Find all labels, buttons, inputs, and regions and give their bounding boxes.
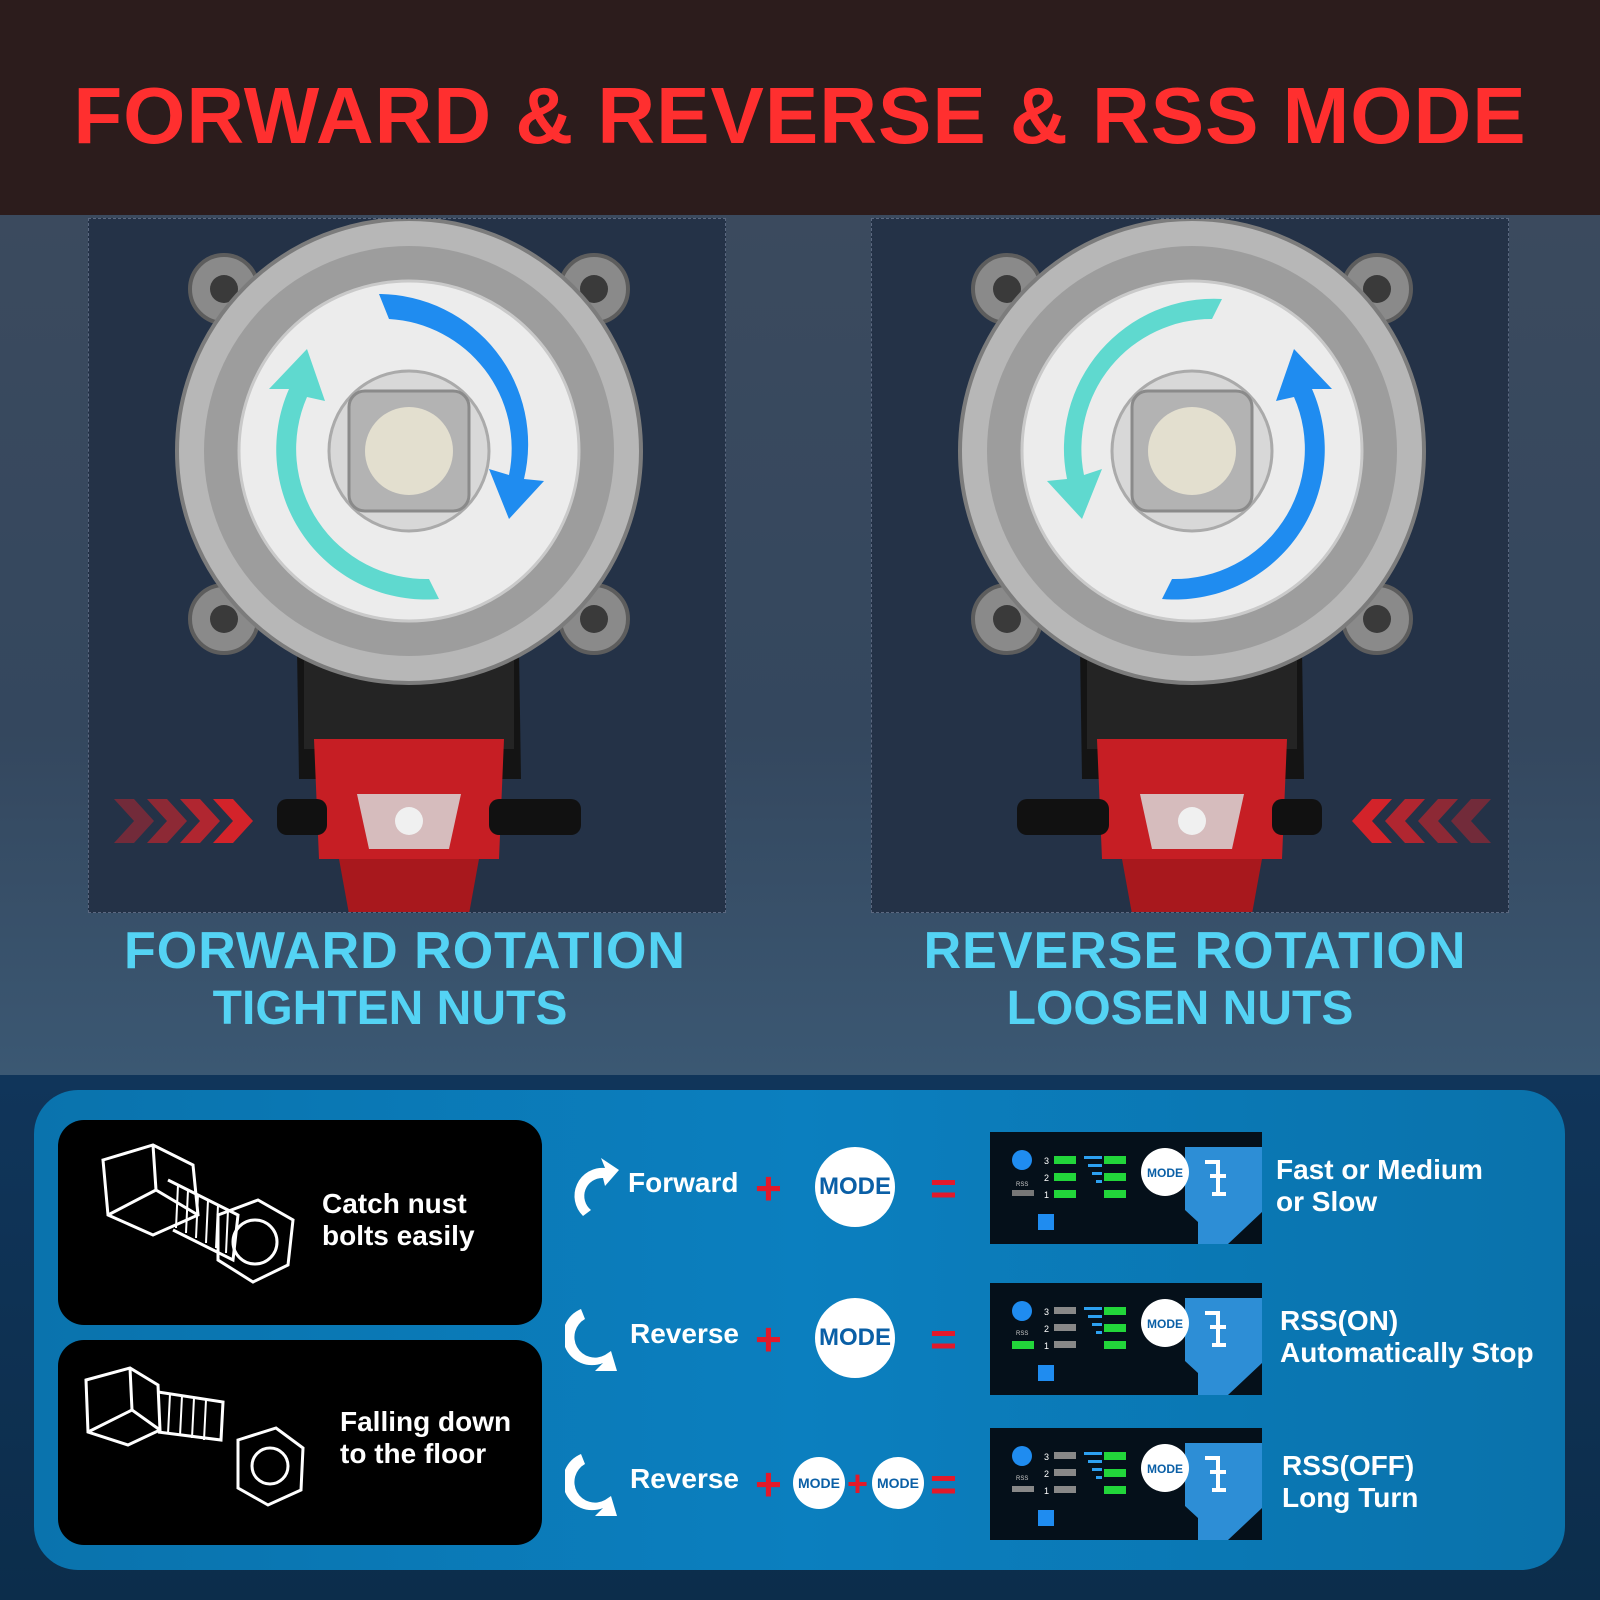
equals-sign: = xyxy=(930,1162,957,1214)
counterclockwise-arrow-icon xyxy=(565,1309,617,1371)
reverse-rotation-subtitle: LOOSEN NUTS xyxy=(1006,982,1354,1035)
bolt-and-loose-nut-icon xyxy=(84,1366,305,1507)
bolt-example-text-line2: to the floor xyxy=(340,1438,487,1469)
counterclockwise-arrow-icon xyxy=(565,1454,617,1516)
display-mode-label: MODE xyxy=(1147,1166,1183,1180)
direction-label: Reverse xyxy=(630,1463,739,1494)
direction-label: Reverse xyxy=(630,1318,739,1349)
direction-label: Forward xyxy=(628,1167,739,1198)
level-2-label: 2 xyxy=(1044,1469,1049,1479)
control-panel-display: RSS 3 2 1 MODE xyxy=(990,1283,1262,1395)
bolt-with-nut-icon xyxy=(101,1143,295,1284)
plus-sign: + xyxy=(847,1463,869,1504)
rss-label: RSS xyxy=(1016,1476,1028,1482)
reverse-rotation-panel xyxy=(871,218,1509,913)
reverse-rotation-title: REVERSE ROTATION xyxy=(923,922,1467,980)
mode-button: MODE xyxy=(872,1457,924,1509)
result-text-line2: Long Turn xyxy=(1282,1482,1419,1513)
bolt-example-text-line1: Falling down xyxy=(340,1406,512,1437)
level-2-label: 2 xyxy=(1044,1173,1049,1183)
result-text-line2: or Slow xyxy=(1276,1186,1378,1217)
level-1-label: 1 xyxy=(1044,1486,1049,1496)
control-panel-display: RSS 3 2 1 MODE xyxy=(990,1132,1262,1244)
forward-rotation-title: FORWARD ROTATION xyxy=(124,922,686,980)
level-2-label: 2 xyxy=(1044,1324,1049,1334)
forward-rotation-subtitle: TIGHTEN NUTS xyxy=(212,982,568,1035)
equals-sign: = xyxy=(930,1458,957,1510)
equals-sign: = xyxy=(930,1313,957,1365)
plus-sign: + xyxy=(755,1458,782,1510)
bolt-example-text-line1: Catch nust xyxy=(322,1188,467,1219)
rss-label: RSS xyxy=(1016,1182,1028,1188)
control-panel-display: RSS 3 2 1 MODE xyxy=(990,1428,1262,1540)
level-1-label: 1 xyxy=(1044,1190,1049,1200)
bolt-example-fall: Falling down to the floor xyxy=(58,1340,542,1545)
title-banner xyxy=(0,0,1600,215)
page-title: FORWARD & REVERSE & RSS MODE xyxy=(73,71,1527,160)
display-mode-label: MODE xyxy=(1147,1317,1183,1331)
impact-wrench-front-image xyxy=(114,219,643,912)
display-mode-label: MODE xyxy=(1147,1462,1183,1476)
clockwise-arrow-icon xyxy=(574,1158,619,1216)
mode-button: MODE xyxy=(793,1457,845,1509)
level-3-label: 3 xyxy=(1044,1156,1049,1166)
level-3-label: 3 xyxy=(1044,1452,1049,1462)
result-text-line1: Fast or Medium xyxy=(1276,1154,1483,1185)
plus-sign: + xyxy=(755,1313,782,1365)
bolt-example-catch: Catch nust bolts easily xyxy=(58,1120,542,1325)
level-1-label: 1 xyxy=(1044,1341,1049,1351)
impact-wrench-front-image xyxy=(958,219,1491,912)
mode-button: MODE xyxy=(815,1298,895,1378)
rss-label: RSS xyxy=(1016,1331,1028,1337)
result-text-line1: RSS(ON) xyxy=(1280,1305,1399,1336)
mode-row-forward: Forward + MODE = RSS 3 2 1 MODE Fast or … xyxy=(565,1132,1585,1247)
mode-button: MODE xyxy=(815,1147,895,1227)
bolt-example-text-line2: bolts easily xyxy=(322,1220,475,1251)
result-text-line1: RSS(OFF) xyxy=(1282,1450,1415,1481)
plus-sign: + xyxy=(755,1162,782,1214)
result-text-line2: Automatically Stop xyxy=(1280,1337,1534,1368)
mode-row-reverse-rss-on: Reverse + MODE = RSS 3 2 1 MODE RSS(ON) … xyxy=(565,1283,1585,1398)
mode-row-reverse-rss-off: Reverse + MODE + MODE = RSS 3 2 1 MODE R… xyxy=(565,1428,1585,1543)
level-3-label: 3 xyxy=(1044,1307,1049,1317)
forward-rotation-panel xyxy=(88,218,726,913)
